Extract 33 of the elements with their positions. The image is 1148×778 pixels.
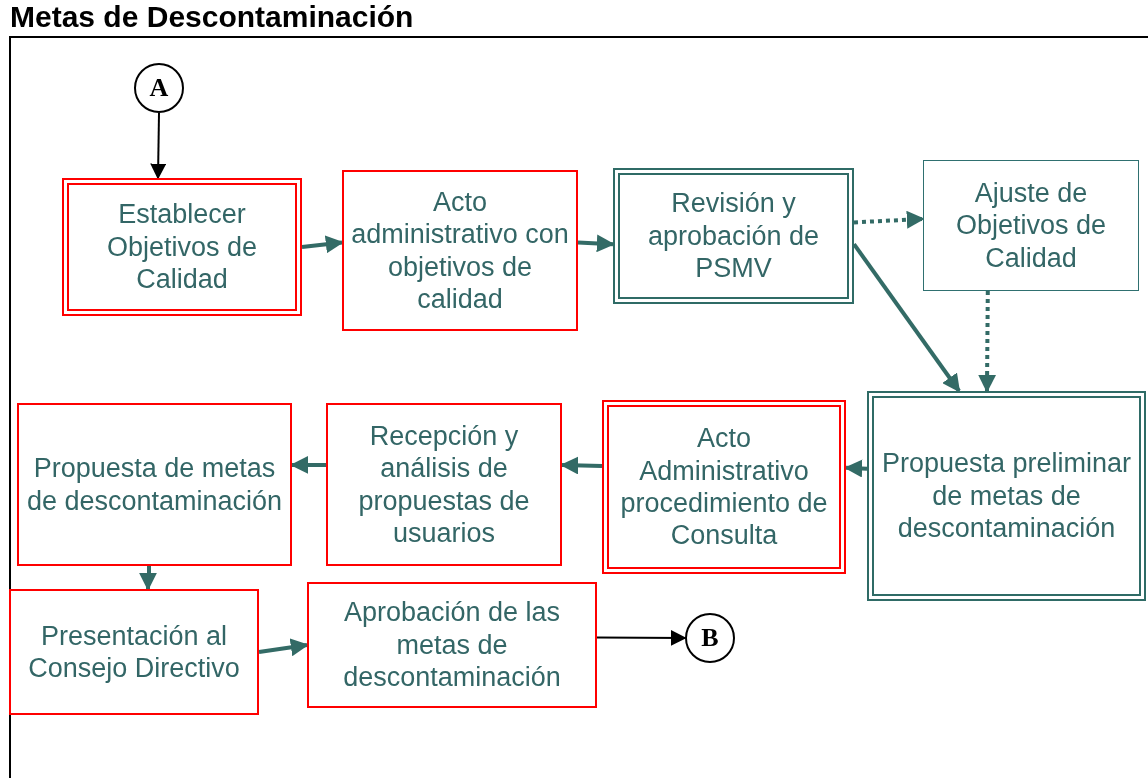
- node-label: Acto Administrativo procedimiento de Consulta: [619, 422, 829, 552]
- arrow: [150, 112, 167, 180]
- process-box: [613, 168, 854, 304]
- diagram-title: Metas de Descontaminación: [10, 0, 414, 34]
- node-label: B: [701, 622, 719, 654]
- process-box: [326, 403, 562, 566]
- node-label: Propuesta de metas de descontaminación: [25, 452, 284, 517]
- process-box: [9, 589, 259, 715]
- node-label: A: [149, 72, 169, 104]
- node-label: Revisión y aprobación de PSMV: [646, 187, 821, 285]
- node-label: Propuesta preliminar de metas de descontaminación: [880, 447, 1133, 545]
- arrow: [301, 235, 344, 254]
- arrow: [577, 234, 615, 253]
- node-label: Acto administrativo con objetivos de calidad: [350, 185, 570, 316]
- arrow: [596, 629, 687, 646]
- arrow: [139, 566, 157, 591]
- arrow: [852, 243, 961, 393]
- process-box: [62, 178, 302, 316]
- node-label: Establecer Objetivos de Calidad: [105, 198, 259, 296]
- arrow: [844, 459, 868, 478]
- node-label: Aprobación de las metas de descontaminación: [342, 596, 562, 694]
- arrow: [978, 291, 997, 393]
- process-box: [307, 582, 597, 708]
- process-box: [867, 391, 1146, 601]
- node-label: Recepción y análisis de propuestas de usuarios: [357, 419, 531, 550]
- process-box: [342, 170, 578, 331]
- node-label: Ajuste de Objetivos de Calidad: [954, 176, 1108, 275]
- arrow: [258, 638, 309, 657]
- process-box: [602, 400, 846, 574]
- process-box: [17, 403, 292, 566]
- arrow: [853, 210, 925, 229]
- process-box: [923, 160, 1139, 291]
- node-label: Presentación al Consejo Directivo: [27, 619, 241, 685]
